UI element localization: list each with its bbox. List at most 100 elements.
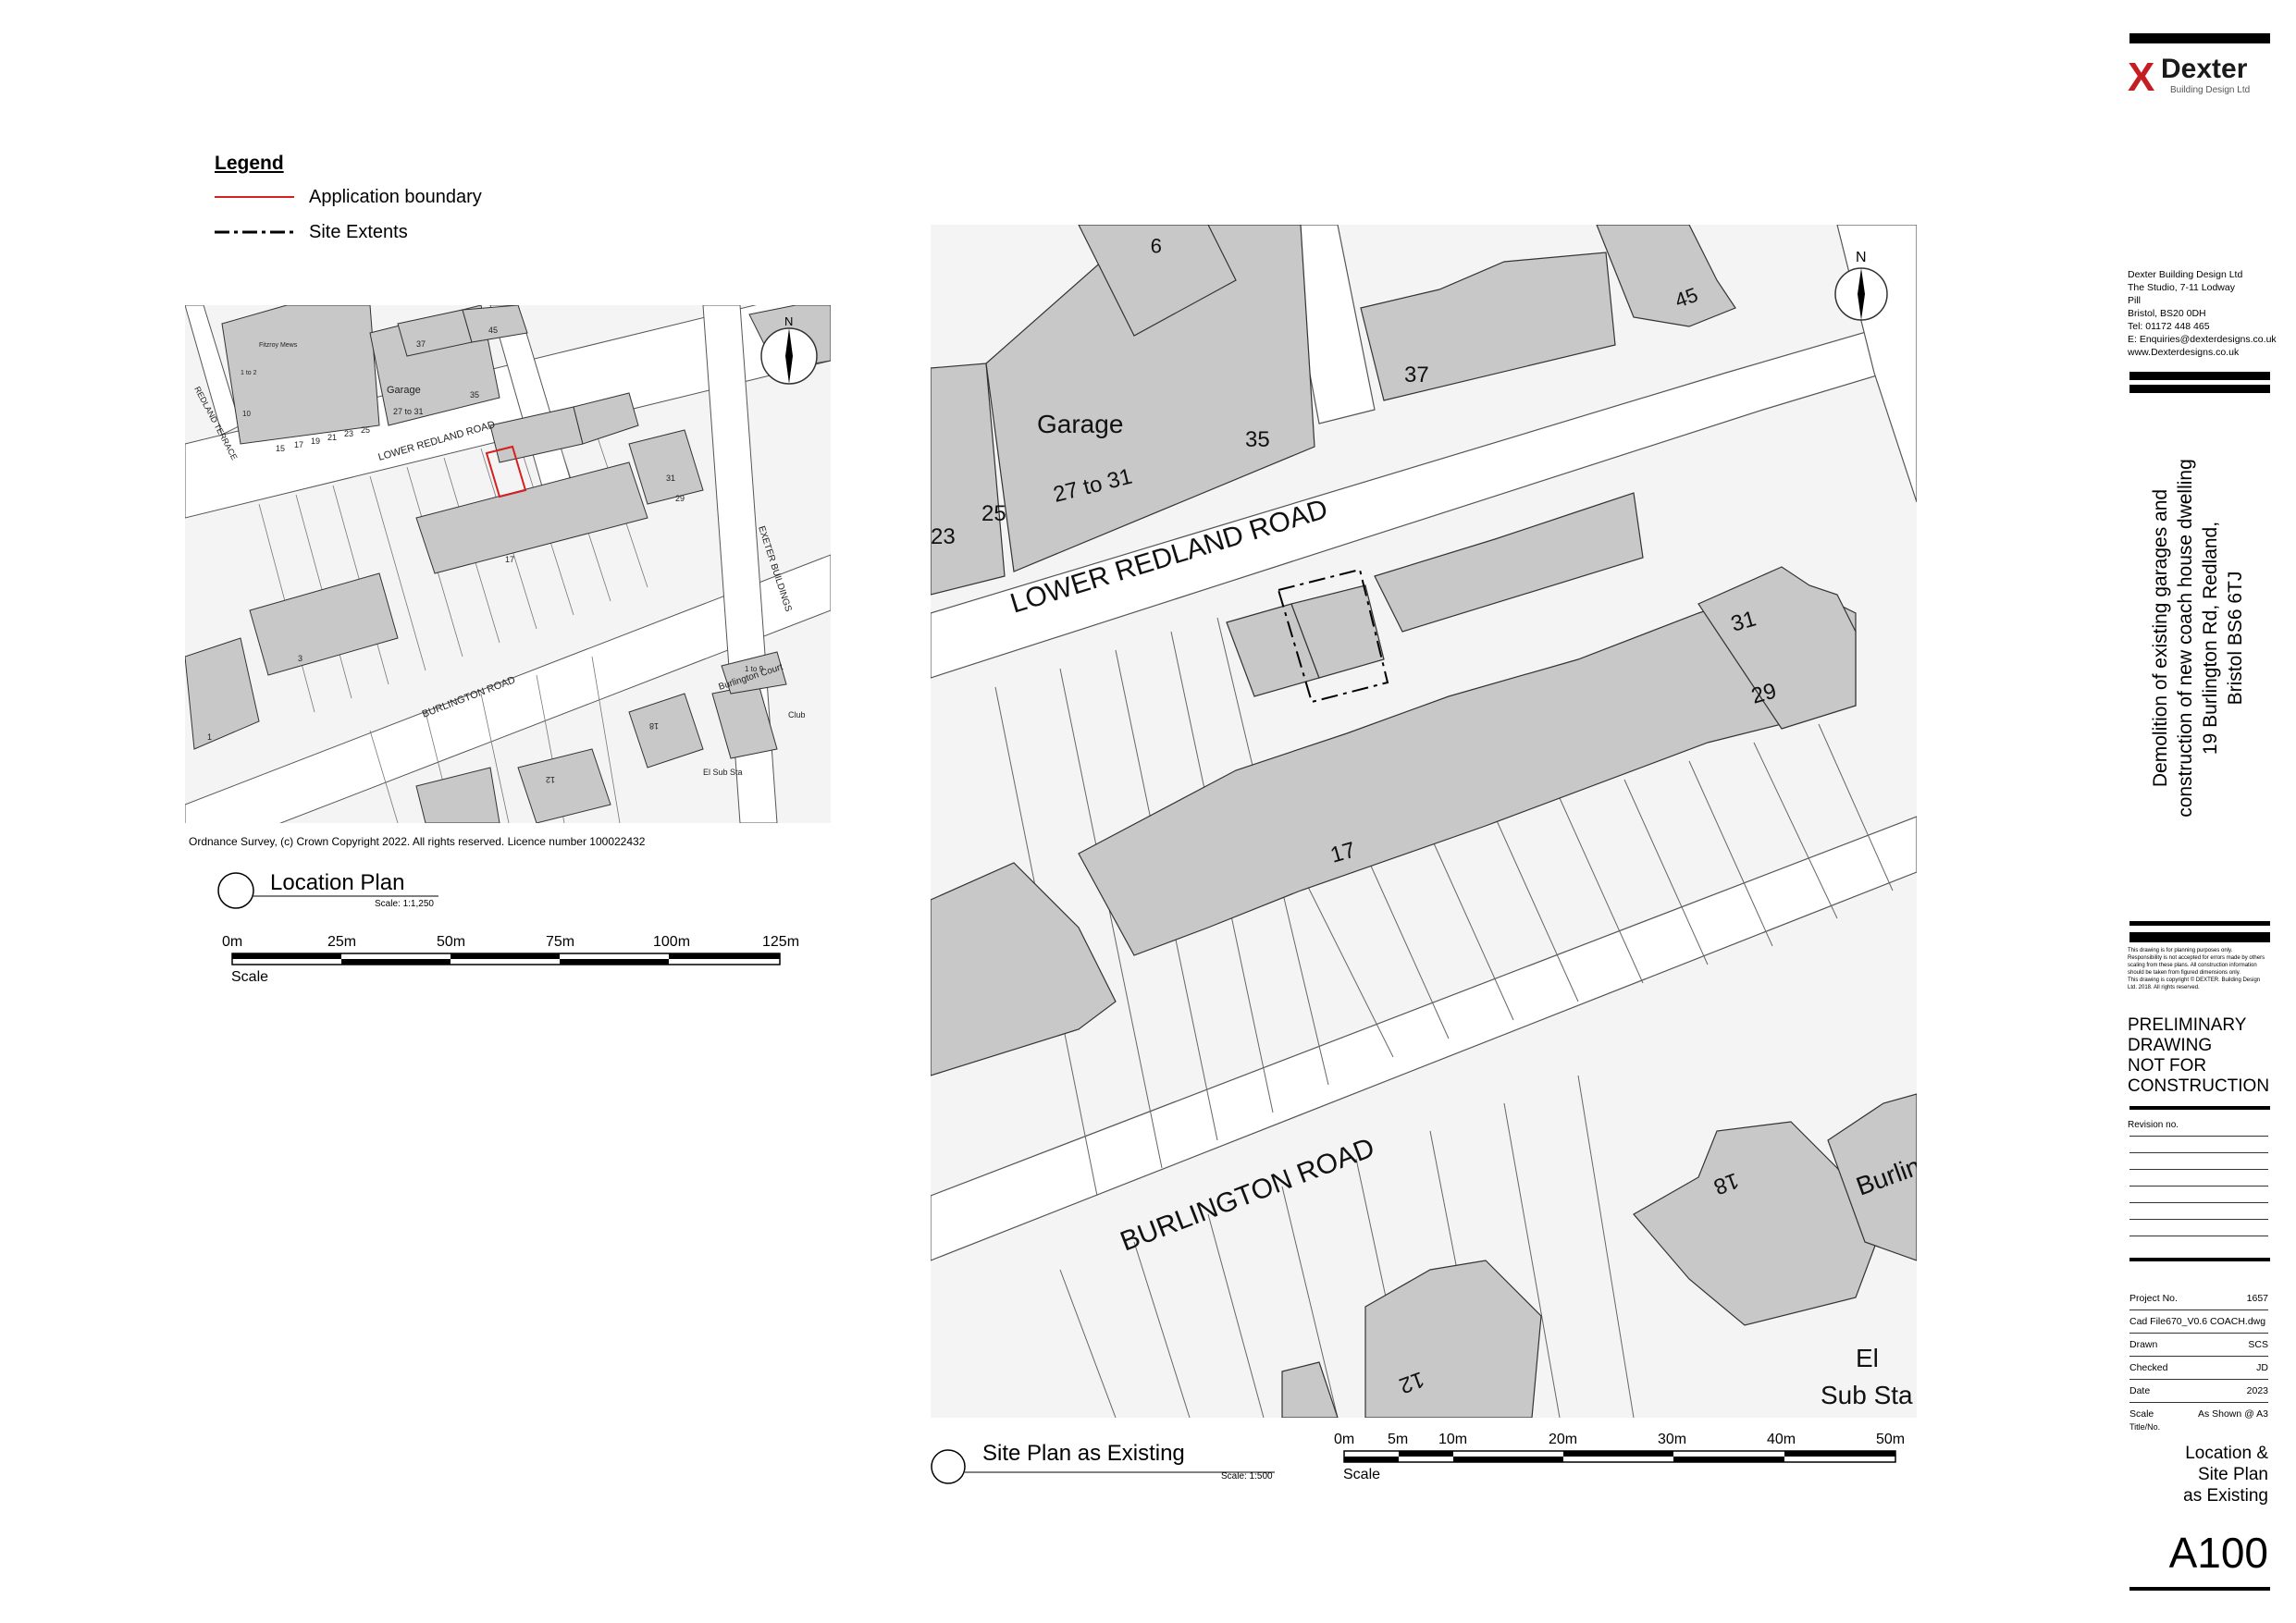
lp-label-29: 29 (675, 494, 685, 503)
sp-label-37: 37 (1404, 363, 1429, 387)
sp-building-row-a (1374, 492, 1644, 633)
lp-building-terrace-17 (415, 461, 648, 574)
sp-label-25: 25 (981, 501, 1006, 526)
application-boundary-swatch (215, 196, 294, 198)
revision-row-rule (2129, 1219, 2268, 1220)
lp-label-25: 25 (361, 425, 370, 435)
lp-scale-bar (231, 953, 781, 965)
lp-label-club: Club (788, 710, 806, 719)
sp-scale-tick-5: 40m (1767, 1432, 1796, 1447)
lp-label-10: 10 (242, 410, 251, 418)
lp-scale-tick-0: 0m (222, 934, 243, 950)
svg-text:N: N (784, 314, 793, 328)
lp-label-1to9: 1 to 9 (745, 665, 764, 673)
location-plan-title-marker (217, 872, 438, 909)
site-plan-map: Garage 27 to 31 35 23 25 37 45 9 LOWER R… (931, 225, 1917, 1418)
location-plan-copyright: Ordnance Survey, (c) Crown Copyright 202… (189, 835, 646, 848)
revision-row-rule (2129, 1186, 2268, 1187)
tb-bar-4 (2129, 1106, 2270, 1110)
sp-label-9: 9 (1151, 234, 1162, 257)
lp-building-row-a (573, 392, 639, 445)
sp-building-south (1281, 1361, 1339, 1418)
lp-label-19: 19 (311, 436, 320, 446)
lp-label-el-sub-sta: El Sub Sta (703, 768, 743, 777)
sp-site-extents (1277, 568, 1389, 704)
lp-label-3: 3 (298, 654, 302, 663)
field-value: 670_V0.6 COACH.dwg (2166, 1316, 2266, 1327)
field-label: Drawn (2129, 1339, 2158, 1350)
lp-label-35: 35 (470, 390, 479, 400)
site-extents-swatch (215, 230, 294, 234)
lp-scale-tick-5: 125m (762, 934, 800, 950)
sp-building-9 (1078, 225, 1237, 337)
sp-scale-tick-3: 20m (1549, 1432, 1578, 1447)
tb-top-bar (2129, 33, 2270, 43)
lp-building-1 (185, 637, 260, 750)
disclaimer: This drawing is for planning purposes on… (2128, 947, 2265, 991)
field-label: Project No. (2129, 1293, 2178, 1304)
svg-text:X: X (2128, 55, 2154, 96)
lp-label-31: 31 (666, 473, 675, 483)
company-line: Tel: 01172 448 465 (2128, 321, 2210, 332)
sp-building-37 (1360, 252, 1616, 401)
legend-label-application-boundary: Application boundary (309, 186, 482, 207)
lp-label-fitzroy-mews: Fitzroy Mews (259, 342, 298, 349)
legend-title: Legend (215, 153, 284, 174)
lp-scale-tick-4: 100m (653, 934, 691, 950)
field-cad-file: Cad File 670_V0.6 COACH.dwg (2129, 1316, 2268, 1327)
field-rule (2129, 1356, 2268, 1357)
disclaimer-line: This drawing is copyright © DEXTER. Buil… (2128, 977, 2261, 983)
revision-label: Revision no. (2128, 1120, 2179, 1130)
tb-bar-2b (2129, 385, 2270, 393)
sp-label-el: El (1856, 1344, 1879, 1372)
lp-label-45: 45 (488, 326, 498, 335)
revision-row-rule (2129, 1152, 2268, 1153)
sp-building-west (931, 862, 1117, 1076)
company-line: E: Enquiries@dexterdesigns.co.uk (2128, 334, 2277, 345)
sp-scale-tick-0: 0m (1334, 1432, 1355, 1447)
field-scale: Scale As Shown @ A3 (2129, 1408, 2268, 1420)
site-plan-scale-note: Scale: 1:500 (1221, 1471, 1273, 1482)
field-value: As Shown @ A3 (2197, 1408, 2268, 1420)
sp-scale-bar (1343, 1450, 1896, 1463)
svg-text:N: N (1856, 250, 1867, 265)
lp-road-lower-redland (185, 305, 831, 519)
lp-application-boundary (485, 445, 527, 498)
revision-row-rule (2129, 1136, 2268, 1137)
legend-label-site-extents: Site Extents (309, 221, 408, 242)
sp-building-burlington-court (1827, 1093, 1917, 1261)
lp-label-17-lr: 17 (294, 440, 303, 449)
field-label: Date (2129, 1385, 2151, 1396)
field-label: Checked (2129, 1362, 2168, 1373)
company-line: Bristol, BS20 0DH (2128, 308, 2206, 319)
sp-scale-tick-6: 50m (1876, 1432, 1906, 1447)
sp-label-23: 23 (931, 524, 956, 549)
sp-label-sub-sta: Sub Sta (1821, 1381, 1913, 1409)
lp-label-18: 18 (649, 721, 659, 731)
revision-row-rule (2129, 1202, 2268, 1203)
field-value: 2023 (2246, 1385, 2268, 1396)
disclaimer-line: This drawing is for planning purposes on… (2128, 948, 2233, 953)
logo-x-icon: X (2128, 55, 2154, 96)
lp-building-3 (249, 572, 399, 676)
lp-building-burlington-court (721, 651, 787, 695)
site-plan-title-marker (931, 1449, 1275, 1484)
lp-building-45 (462, 305, 528, 343)
field-value: SCS (2248, 1339, 2268, 1350)
sp-label-garage: Garage (1037, 410, 1123, 438)
tb-bar-5 (2129, 1258, 2270, 1261)
lp-scale-label: Scale (231, 969, 269, 985)
location-plan-title: Location Plan (270, 870, 405, 895)
project-line: construction of new coach house dwelling (2175, 459, 2196, 818)
lp-building-fitzroy (221, 305, 380, 445)
field-rule (2129, 1402, 2268, 1403)
preliminary-line: PRELIMINARY (2128, 1015, 2247, 1035)
sp-building-23 (931, 363, 1006, 596)
sp-road-lower-redland (931, 316, 1917, 679)
logo-subtitle: Building Design Ltd (2170, 85, 2251, 95)
company-line: Pill (2128, 295, 2142, 306)
location-plan-map: Garage 27 to 31 35 37 45 Fitzroy Mews 1 … (185, 305, 831, 823)
lp-building-18 (628, 693, 704, 768)
lp-road-burlington (185, 554, 831, 823)
lp-building-12 (517, 748, 611, 823)
